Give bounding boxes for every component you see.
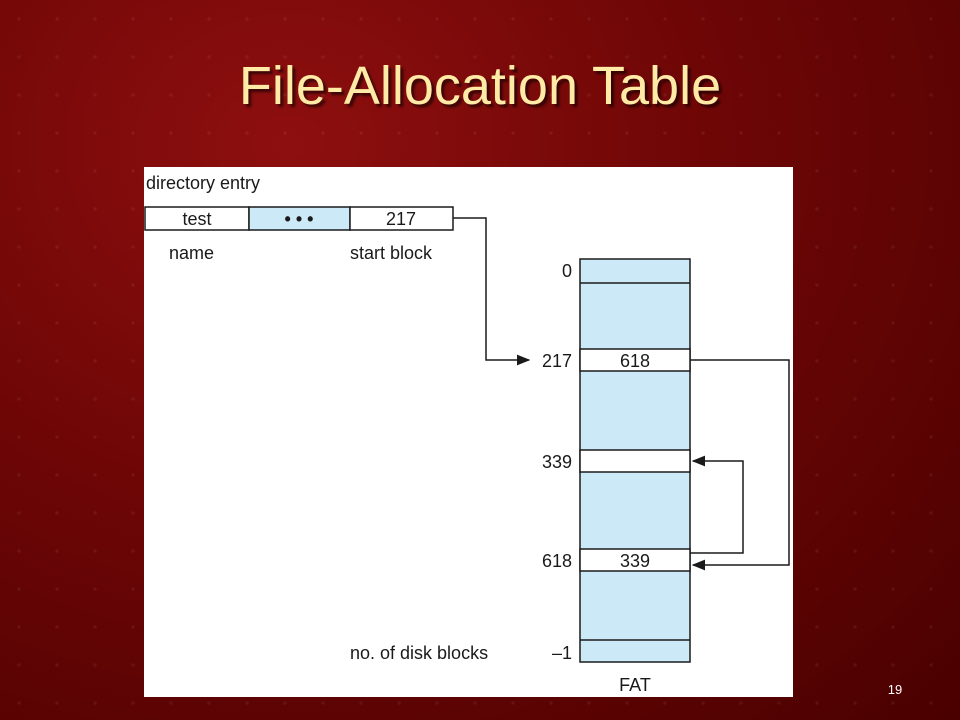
entry-name-value: test [182,209,211,229]
name-label: name [169,243,214,263]
disk-blocks-label: no. of disk blocks [350,643,488,663]
entry-ellipsis: • • • [285,209,314,229]
fat-diagram: directory entry test • • • 217 name star… [144,173,790,695]
fat-row-618 [579,548,691,572]
arrow-217-to-618 [690,359,790,571]
fat-row-339 [579,449,691,473]
arrow-entry-to-217 [453,217,531,366]
diagram-panel: directory entry test • • • 217 name star… [144,167,793,697]
fat-index-0: 0 [562,261,572,281]
directory-entry-label: directory entry [146,173,260,193]
fat-value-217: 618 [620,351,650,371]
entry-start-block-value: 217 [386,209,416,229]
page-number: 19 [887,682,903,697]
start-block-label: start block [350,243,433,263]
fat-index-end: –1 [552,643,572,663]
fat-value-618: 339 [620,551,650,571]
fat-index-217: 217 [542,351,572,371]
fat-index-339: 339 [542,452,572,472]
arrow-618-to-339 [690,455,744,554]
fat-index-618: 618 [542,551,572,571]
fat-label: FAT [619,675,651,695]
slide-title: File-Allocation Table [238,56,722,116]
